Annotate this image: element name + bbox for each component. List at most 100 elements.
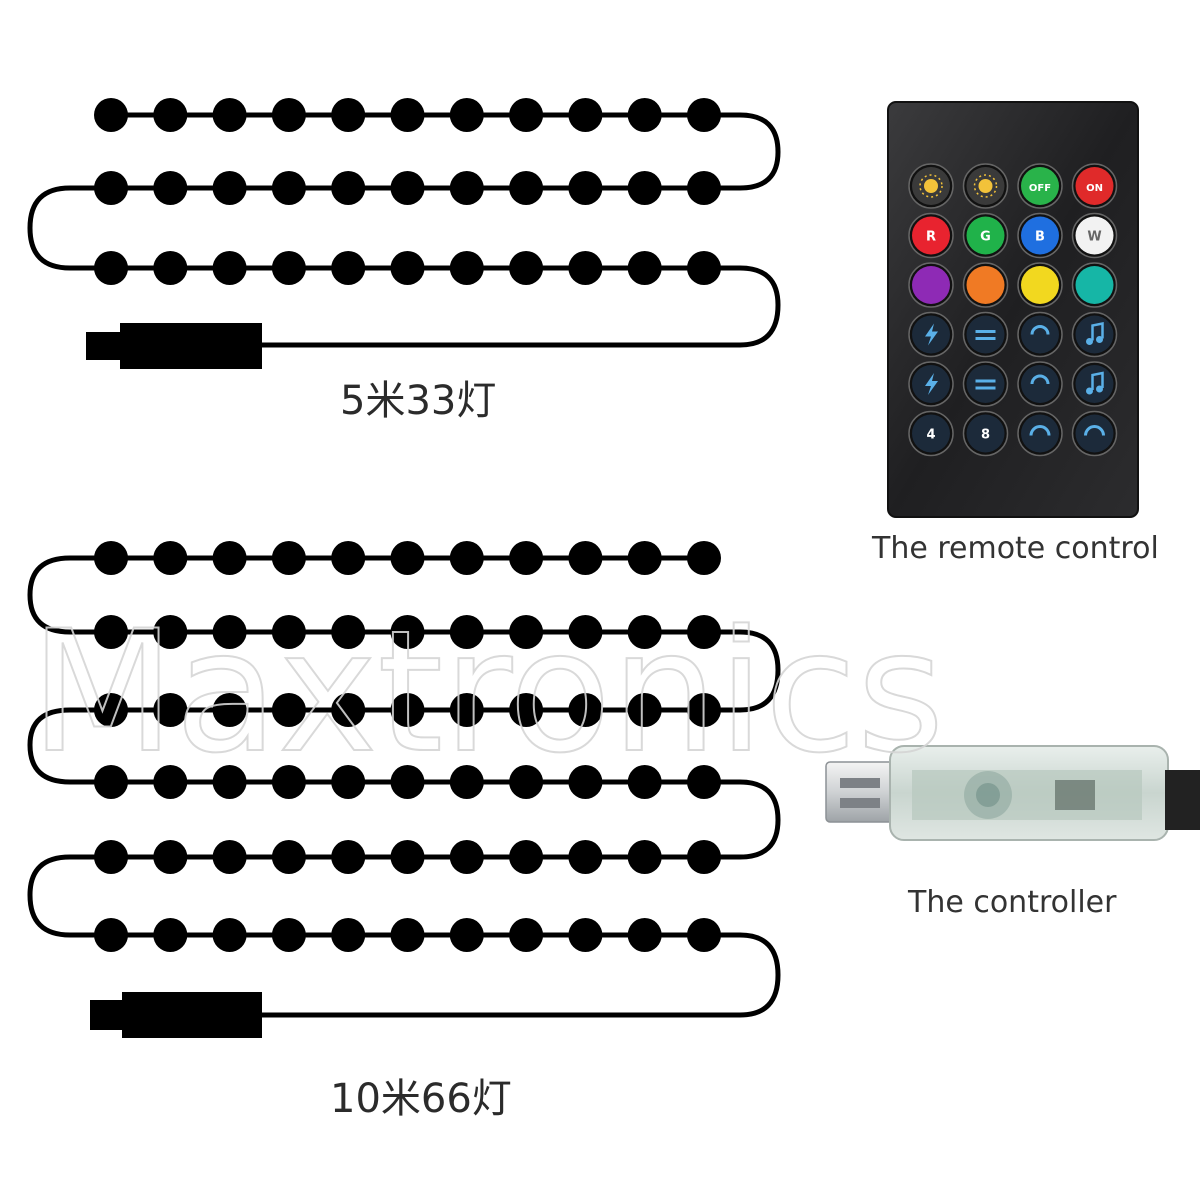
remote-button[interactable] (962, 262, 1009, 308)
led-bead (390, 693, 425, 727)
remote-button[interactable] (962, 163, 1009, 209)
led-bead (212, 840, 247, 874)
smooth-icon (1030, 374, 1050, 385)
led-bead (331, 918, 366, 952)
led-bead (449, 98, 484, 132)
remote-button[interactable]: ON (1071, 163, 1118, 209)
smooth-icon (1030, 325, 1050, 335)
led-bead (687, 840, 721, 874)
strip-10m-caption: 10米66灯 (330, 1076, 512, 1122)
led-bead (509, 840, 544, 874)
led-bead (212, 918, 247, 952)
led-bead (509, 171, 544, 205)
remote-button[interactable] (1071, 262, 1118, 308)
remote-button[interactable] (1017, 262, 1063, 308)
remote-button[interactable] (1017, 410, 1063, 457)
led-bead (94, 765, 128, 799)
strip-5m-caption: 5米33灯 (340, 378, 497, 424)
remote-button[interactable] (1071, 311, 1118, 358)
led-bead (687, 171, 721, 205)
led-bead (627, 693, 662, 727)
led-bead (390, 251, 425, 285)
led-bead (449, 840, 484, 874)
remote-button[interactable] (962, 311, 1009, 358)
led-bead (212, 765, 247, 799)
led-bead (331, 98, 366, 132)
led-bead (153, 98, 188, 132)
remote-button[interactable]: R (908, 212, 954, 259)
led-bead (271, 251, 306, 285)
remote-button-label: 8 (981, 428, 990, 443)
led-strip-10m (27, 541, 781, 1038)
led-bead (509, 615, 544, 649)
led-bead (568, 918, 603, 952)
remote-button[interactable] (1071, 361, 1118, 407)
led-bead (568, 98, 603, 132)
remote-button[interactable] (1071, 410, 1118, 457)
led-bead (509, 98, 544, 132)
usb-plug-icon (90, 992, 262, 1038)
led-bead (390, 615, 425, 649)
led-bead (449, 251, 484, 285)
led-bead (627, 98, 662, 132)
led-bead (271, 918, 306, 952)
led-bead (509, 251, 544, 285)
remote-caption: The remote control (872, 531, 1159, 566)
led-bead (627, 615, 662, 649)
remote-button-label: ON (1086, 183, 1103, 194)
led-bead (331, 840, 366, 874)
led-bead (509, 693, 544, 727)
led-bead (331, 171, 366, 205)
led-bead (271, 541, 306, 575)
led-bead (449, 765, 484, 799)
remote-button[interactable]: OFF (1017, 163, 1063, 209)
led-bead (390, 541, 425, 575)
led-bead (627, 171, 662, 205)
led-bead (687, 541, 721, 575)
led-bead (94, 541, 128, 575)
remote-button[interactable] (1017, 311, 1063, 358)
flash-icon (925, 373, 938, 395)
remote-button-label: OFF (1029, 183, 1051, 194)
flash-icon (925, 323, 938, 346)
led-bead (449, 615, 484, 649)
remote-button[interactable]: B (1017, 212, 1063, 259)
led-bead (687, 98, 721, 132)
led-bead (271, 615, 306, 649)
remote-button-label: 4 (926, 428, 935, 443)
led-bead (390, 765, 425, 799)
led-bead (94, 98, 128, 132)
led-bead (212, 541, 247, 575)
led-bead (390, 98, 425, 132)
led-bead (390, 171, 425, 205)
led-bead (153, 693, 188, 727)
music-icon (1086, 321, 1104, 345)
led-bead (627, 251, 662, 285)
fade-icon (975, 379, 996, 390)
led-bead (331, 693, 366, 727)
remote-button[interactable] (908, 361, 954, 407)
led-bead (627, 918, 662, 952)
remote-button[interactable]: 8 (962, 410, 1009, 457)
remote-button[interactable] (1017, 361, 1063, 407)
led-bead (271, 693, 306, 727)
led-bead (94, 171, 128, 205)
remote-button[interactable]: 4 (908, 410, 954, 457)
remote-button[interactable] (908, 163, 954, 209)
remote-button[interactable]: G (962, 212, 1009, 259)
led-bead (568, 765, 603, 799)
led-bead (568, 615, 603, 649)
remote-button[interactable] (908, 262, 954, 308)
led-bead (153, 251, 188, 285)
led-bead (390, 918, 425, 952)
led-bead (509, 918, 544, 952)
remote-button[interactable] (962, 361, 1009, 407)
remote-button[interactable] (908, 311, 954, 358)
remote-button[interactable]: W (1071, 212, 1118, 259)
led-bead (568, 840, 603, 874)
led-bead (568, 171, 603, 205)
led-bead (390, 840, 425, 874)
remote-button-label: W (1087, 230, 1101, 245)
